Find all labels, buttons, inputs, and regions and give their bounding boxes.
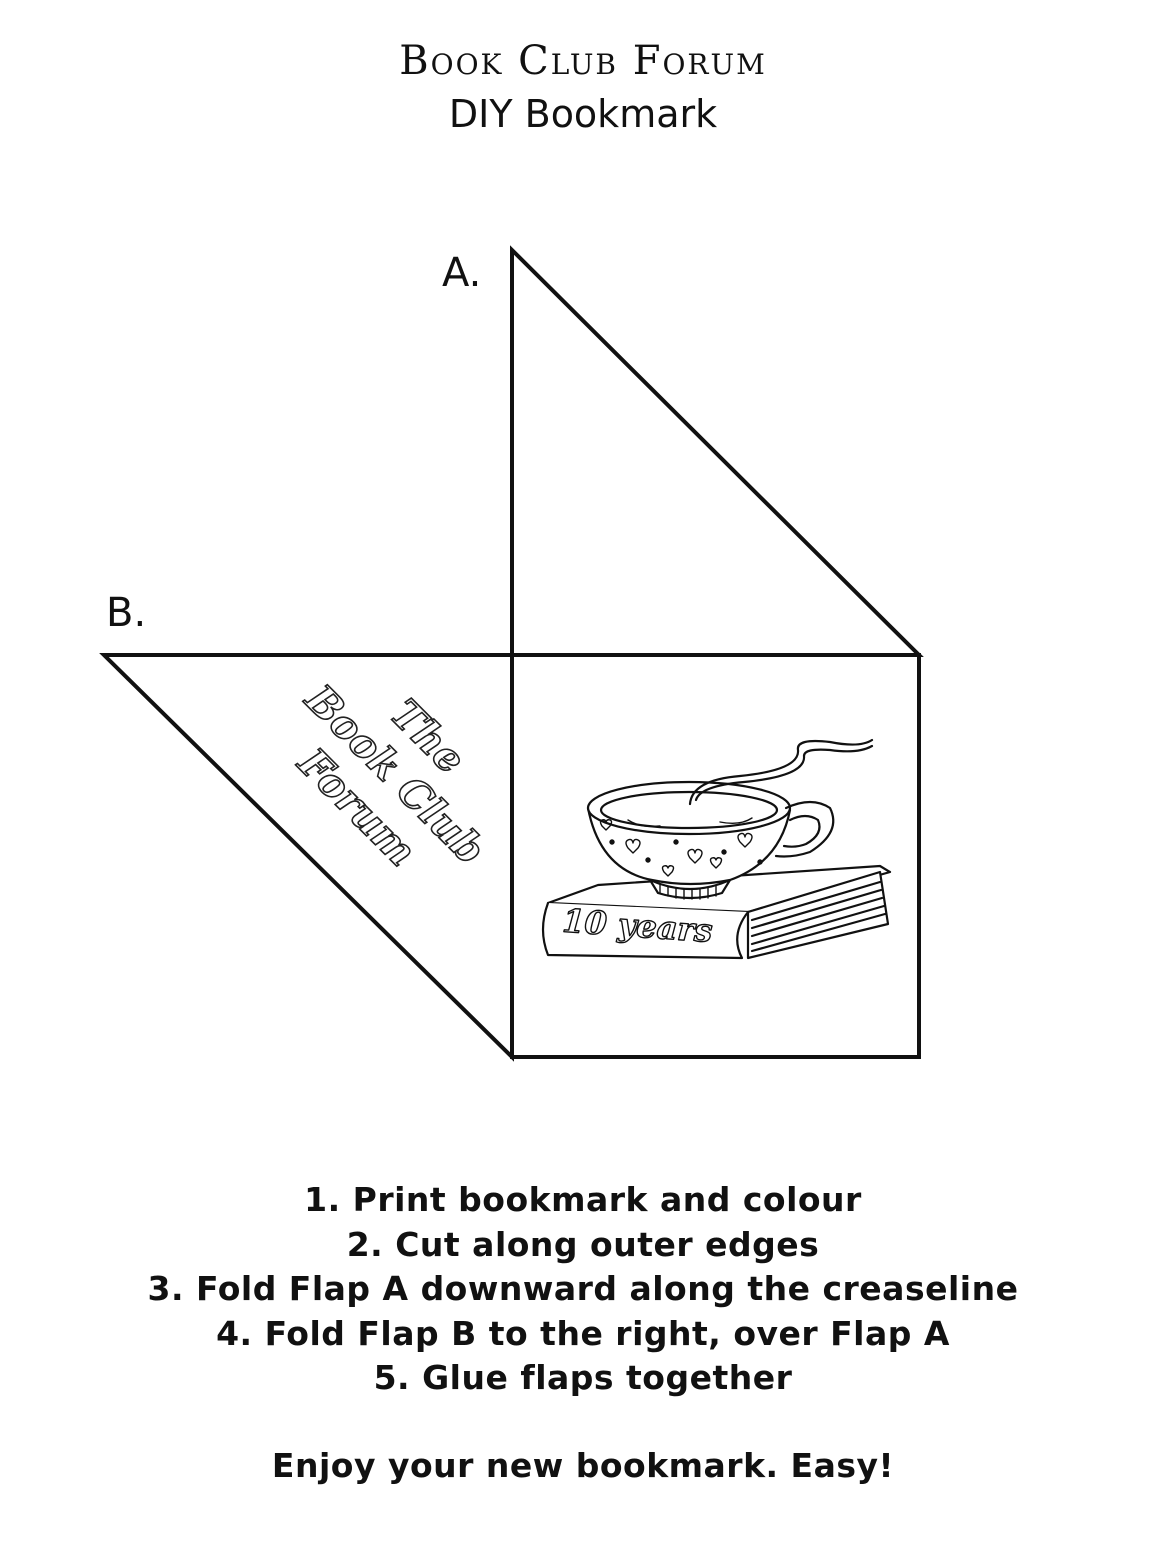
teacup-on-book-icon: 10 years xyxy=(541,738,892,960)
instruction-step: 3. Fold Flap A downward along the crease… xyxy=(147,1269,1019,1308)
flap-b-triangle xyxy=(99,653,514,1062)
instruction-step: 4. Fold Flap B to the right, over Flap A xyxy=(216,1313,950,1353)
instruction-step: 2. Cut along outer edges xyxy=(346,1224,820,1264)
flap-a-triangle xyxy=(510,245,924,657)
flap-b-label: B. xyxy=(106,590,147,636)
instruction-step: 1. Print bookmark and colour xyxy=(304,1180,862,1219)
instruction-step: 5. Glue flaps together xyxy=(373,1358,793,1397)
flap-a-label: A. xyxy=(442,250,482,296)
page-title: Book Club Forum xyxy=(399,38,767,84)
closing-line: Enjoy your new bookmark. Easy! xyxy=(271,1446,895,1485)
instruction-list: 1. Print bookmark and colour 2. Cut alon… xyxy=(0,1178,1166,1401)
page-subtitle: DIY Bookmark xyxy=(448,92,718,136)
forum-text-group: The Book Club Forum xyxy=(287,674,494,876)
